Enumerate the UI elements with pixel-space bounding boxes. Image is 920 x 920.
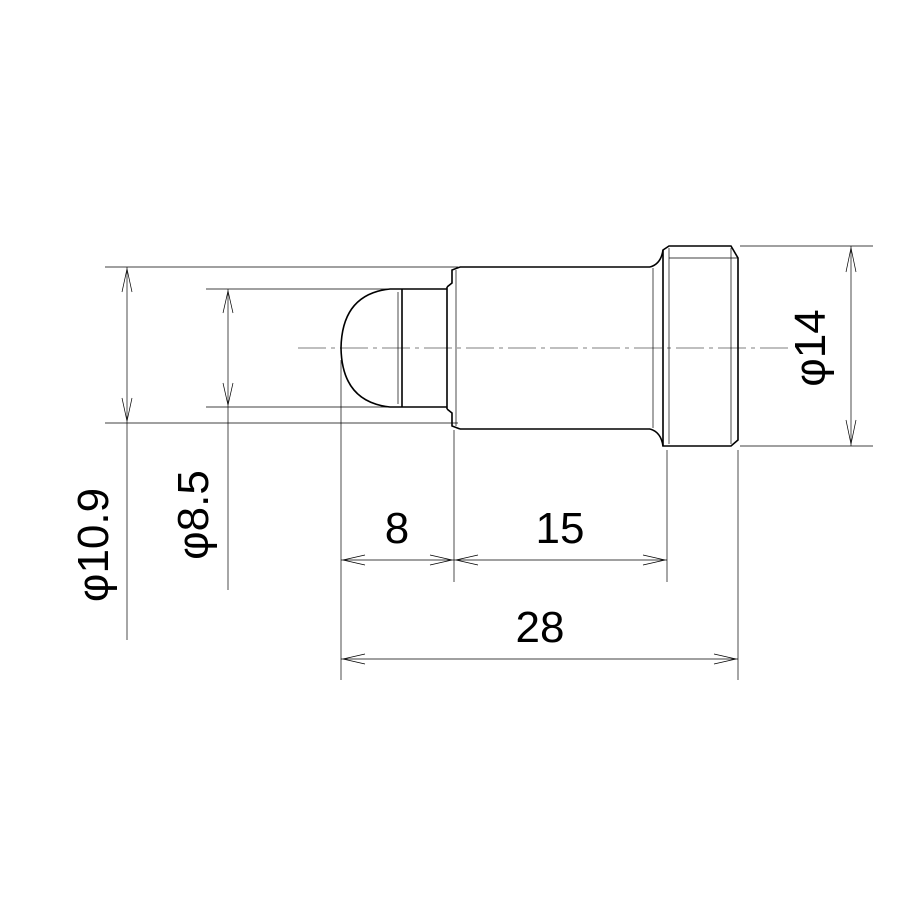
arrow-head: [342, 554, 366, 566]
arrow-head: [642, 554, 666, 566]
arrow-head: [429, 554, 453, 566]
dim-label-tip-length: 8: [385, 504, 409, 553]
dim-head-diameter: φ14: [740, 245, 873, 447]
arrow-head: [455, 554, 479, 566]
part-outline: [340, 245, 739, 447]
arrow-head: [713, 653, 737, 665]
dim-body-diameter: φ10.9: [69, 266, 458, 640]
head-outline: [662, 245, 739, 447]
arrow-head: [222, 290, 234, 314]
dim-label-body-length: 15: [536, 504, 585, 553]
arrow-head: [845, 247, 857, 273]
dim-label-body-diameter: φ10.9: [69, 488, 118, 602]
dim-overall-length: 28: [341, 450, 739, 680]
dim-label-tip-diameter: φ8.5: [169, 470, 218, 560]
dim-label-overall-length: 28: [516, 603, 565, 652]
arrow-head: [222, 382, 234, 406]
dim-label-head-diameter: φ14: [786, 309, 835, 386]
arrow-head: [342, 653, 366, 665]
dim-tip-diameter: φ8.5: [169, 288, 400, 590]
arrow-head: [121, 268, 133, 293]
dim-length-row-1: 8 15: [340, 360, 668, 680]
arrow-head: [845, 419, 857, 445]
arrow-head: [121, 397, 133, 422]
body-left-chamfer: [446, 266, 461, 430]
